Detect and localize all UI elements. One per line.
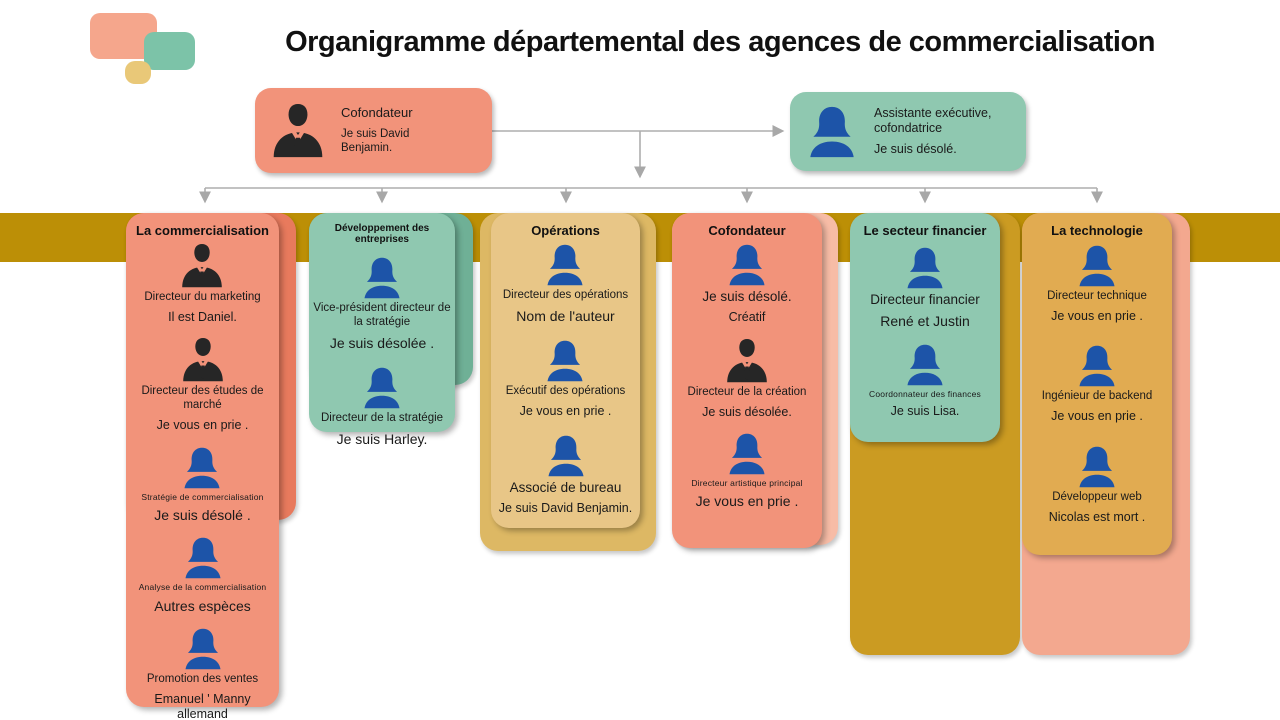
member-note: Je vous en prie . xyxy=(1051,409,1143,424)
node-cofondateur: Cofondateur Je suis David Benjamin. xyxy=(255,88,492,173)
member: Stratégie de commercialisation Je suis d… xyxy=(141,447,263,525)
woman-icon xyxy=(804,106,860,158)
member-note: Je vous en prie . xyxy=(1051,308,1143,323)
column-header: La technologie xyxy=(1051,223,1143,238)
member-note: Il est Daniel. xyxy=(168,309,237,324)
column-header: Développement des entreprises xyxy=(334,223,430,245)
member: Directeur technique Je vous en prie . xyxy=(1047,245,1147,324)
woman-icon xyxy=(179,447,225,489)
member-note: Je suis Lisa. xyxy=(890,403,960,418)
member: Directeur des opérations Nom de l'auteur xyxy=(503,244,628,325)
woman-icon xyxy=(1074,245,1120,287)
node-note: Je suis David Benjamin. xyxy=(341,127,410,155)
member: Associé de bureau Je suis David Benjamin… xyxy=(499,435,632,517)
member-role: Directeur des études de marché xyxy=(141,385,264,412)
member-role: Stratégie de commercialisation xyxy=(141,491,264,502)
logo xyxy=(88,10,198,88)
member-note: Je suis désolée. xyxy=(702,404,792,419)
member-role: Directeur financier xyxy=(870,292,980,307)
member-note: Je suis Harley. xyxy=(336,430,428,447)
node-assistante: Assistante exécutive, cofondatrice Je su… xyxy=(790,92,1026,171)
member: Promotion des ventes Emanuel ' Manny all… xyxy=(142,628,264,720)
member: Vice-président directeur de la stratégie… xyxy=(311,257,453,352)
member: Directeur artistique principal Je vous e… xyxy=(691,433,802,511)
woman-icon xyxy=(1074,446,1120,488)
member-note: Nom de l'auteur xyxy=(516,307,615,324)
member: Coordonnateur des finances Je suis Lisa. xyxy=(869,344,981,420)
member-role: Associé de bureau xyxy=(509,479,622,495)
member-role: Promotion des ventes xyxy=(146,673,259,686)
column-header: Opérations xyxy=(531,223,600,238)
member-note: Je suis David Benjamin. xyxy=(498,500,633,515)
member: Directeur de la stratégie Je suis Harley… xyxy=(321,367,443,448)
member-role: Ingénieur de backend xyxy=(1041,390,1153,403)
member-note: Je vous en prie . xyxy=(695,493,799,510)
woman-icon xyxy=(543,435,589,477)
member-role: Directeur de la stratégie xyxy=(320,412,444,425)
member: Directeur des études de marché Je vous e… xyxy=(132,338,274,433)
woman-icon xyxy=(724,244,770,286)
node-title: Assistante exécutive, cofondatrice xyxy=(874,105,992,135)
logo-block-gold xyxy=(125,61,151,84)
member-role: Développeur web xyxy=(1052,490,1142,503)
member: Directeur financier René et Justin xyxy=(870,247,980,331)
member-note: Je vous en prie . xyxy=(519,404,612,419)
column-header: Cofondateur xyxy=(708,223,786,238)
member-role: Directeur du marketing xyxy=(144,291,261,303)
woman-icon xyxy=(359,257,405,299)
member: Développeur web Nicolas est mort . xyxy=(1048,446,1146,525)
businessman-icon xyxy=(179,338,227,382)
woman-icon xyxy=(180,537,226,579)
page-title: Organigramme départemental des agences d… xyxy=(285,26,1155,58)
businessman-icon xyxy=(723,339,771,383)
woman-icon xyxy=(542,340,588,382)
member-role: Directeur artistique principal xyxy=(691,478,803,489)
member-role: Directeur technique xyxy=(1047,290,1147,302)
member-note: Emanuel ' Manny allemand xyxy=(154,691,251,720)
businessman-icon xyxy=(269,104,327,158)
member-role: Coordonnateur des finances xyxy=(869,388,981,399)
member-role: Directeur des opérations xyxy=(502,289,629,301)
node-note: Je suis désolé. xyxy=(874,141,957,156)
node-title: Cofondateur xyxy=(341,105,413,121)
member-role: Je suis désolé. xyxy=(702,289,792,304)
member-note: Je suis désolée . xyxy=(329,334,435,351)
member: Exécutif des opérations Je vous en prie … xyxy=(505,340,626,419)
member-note: René et Justin xyxy=(880,313,970,330)
logo-block-teal xyxy=(144,32,195,70)
column-header: La commercialisation xyxy=(136,223,269,238)
member-role: Exécutif des opérations xyxy=(505,385,626,398)
woman-icon xyxy=(724,433,770,475)
member-note: Autres espèces xyxy=(154,597,251,614)
woman-icon xyxy=(542,244,588,286)
woman-icon xyxy=(1074,345,1120,387)
member-note: Nicolas est mort . xyxy=(1048,509,1146,524)
member: Analyse de la commercialisation Autres e… xyxy=(139,537,267,615)
member-note: Créatif xyxy=(728,310,766,325)
column-header: Le secteur financier xyxy=(863,223,987,238)
woman-icon xyxy=(180,628,226,670)
member-role: Analyse de la commercialisation xyxy=(138,582,267,593)
member-role: Directeur de la création xyxy=(687,385,807,398)
member-role: Vice-président directeur de la stratégie xyxy=(313,302,451,328)
member-note: Je suis désolé . xyxy=(154,506,251,523)
businessman-icon xyxy=(178,244,226,288)
member: Je suis désolé. Créatif xyxy=(702,244,792,326)
member-note: Je vous en prie . xyxy=(156,418,249,433)
member: Directeur de la création Je suis désolée… xyxy=(687,339,807,420)
woman-icon xyxy=(902,247,948,289)
woman-icon xyxy=(902,344,948,386)
member: Ingénieur de backend Je vous en prie . xyxy=(1041,345,1153,424)
woman-icon xyxy=(359,367,405,409)
member: Directeur du marketing Il est Daniel. xyxy=(144,244,261,325)
